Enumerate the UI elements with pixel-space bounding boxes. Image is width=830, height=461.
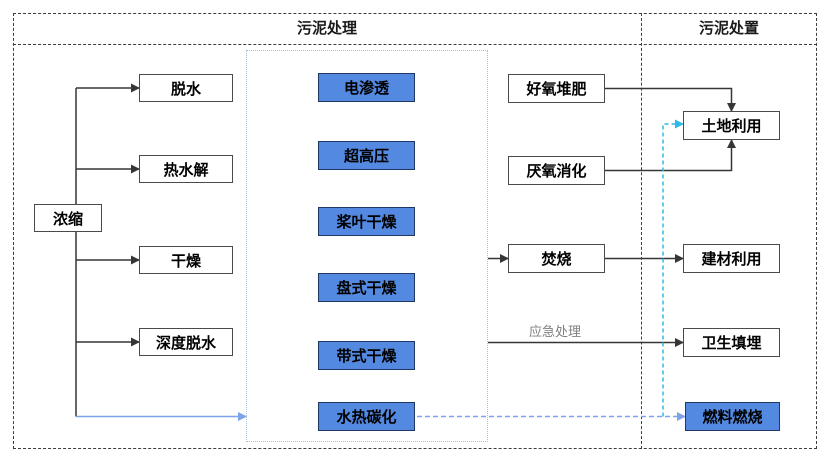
node-fuel-combustion: 燃料燃烧 [685,402,780,431]
header-separator [13,44,817,45]
node-concentration: 浓缩 [34,204,102,232]
node-dewatering: 脱水 [139,74,233,102]
node-land-use: 土地利用 [683,111,780,140]
column-divider [641,13,642,449]
header-treatment: 污泥处理 [296,20,357,37]
node-belt-drying: 带式干燥 [318,341,415,370]
node-sanitary-landfill: 卫生填埋 [683,328,780,357]
node-electro-osmosis: 电渗透 [318,73,415,102]
node-incineration: 焚烧 [508,244,605,273]
outer-dashed-frame [13,13,817,449]
emergency-treatment-label: 应急处理 [528,324,581,339]
node-ultra-high-pressure: 超高压 [318,141,415,170]
technology-panel [246,50,488,442]
arrow-digestion-to-land-use [605,139,736,172]
header-disposal: 污泥处置 [698,20,759,37]
node-drying: 干燥 [139,246,233,274]
node-aerobic-composting: 好氧堆肥 [508,74,605,103]
node-building-material-use: 建材利用 [683,244,780,273]
node-deep-dewatering: 深度脱水 [139,328,233,356]
node-disc-drying: 盘式干燥 [318,273,415,302]
arrow-composting-to-land-use [605,87,736,112]
node-paddle-drying: 桨叶干燥 [318,207,415,236]
arrow-dashed-to-land-use [662,119,684,417]
node-thermal-hydrolysis: 热水解 [139,155,233,183]
node-anaerobic-digestion: 厌氧消化 [508,156,605,185]
node-hydrothermal-carbonization: 水热碳化 [318,402,415,431]
